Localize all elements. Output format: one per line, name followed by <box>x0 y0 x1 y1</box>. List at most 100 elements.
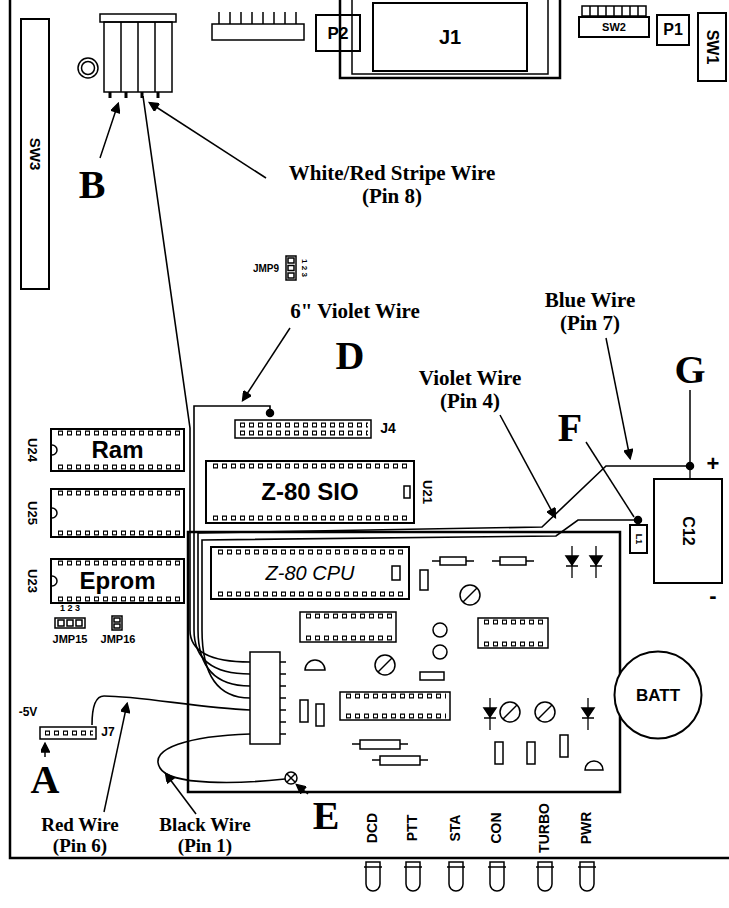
trimpot-symbol <box>500 702 520 722</box>
header-pins <box>45 731 93 736</box>
switch-actuators <box>590 6 638 16</box>
diode-symbol <box>566 556 578 565</box>
red-wire <box>92 696 250 725</box>
led-symbol <box>447 862 465 891</box>
chip-name: Z-80 CPU <box>266 563 355 583</box>
leader-line <box>586 442 634 517</box>
header-pins <box>219 12 296 24</box>
callout-letter: E <box>313 794 340 838</box>
chip-pins <box>58 433 180 467</box>
ic-outline <box>300 612 396 642</box>
ic-chip: U23Eprom <box>50 558 185 604</box>
jack-body <box>100 14 176 22</box>
diode-symbol <box>484 708 496 717</box>
chip-notch <box>52 508 57 518</box>
trimpot-symbol <box>503 705 517 719</box>
ic-chip: Z-80 SIOU21 <box>205 460 415 524</box>
ic-outline <box>478 618 548 648</box>
capacitor-lead <box>689 466 690 478</box>
diode-symbol <box>590 556 602 565</box>
trimpot-symbol <box>460 585 480 605</box>
jumper-pin <box>114 624 120 628</box>
capacitor-symbol <box>585 761 603 770</box>
led-label: DCD <box>365 813 380 843</box>
leader-arrow <box>500 415 555 517</box>
trimpot-symbol <box>535 702 555 722</box>
diode-symbol <box>566 565 578 567</box>
leader-arrow <box>606 338 630 458</box>
part-name: C12 <box>680 516 696 545</box>
diode-symbol <box>590 565 602 567</box>
pin-header <box>40 727 96 739</box>
jumper-name: JMP16 <box>101 633 136 645</box>
chip-notch <box>52 445 57 455</box>
jumper-pin <box>58 620 64 626</box>
ground-point <box>287 774 295 782</box>
led-label: PTT <box>405 815 420 841</box>
pin-numbers: 1 2 3 <box>60 604 80 614</box>
mounting-hole <box>82 62 95 75</box>
chip-pins <box>58 563 180 599</box>
chip-pins <box>58 493 180 533</box>
diode-symbol <box>582 717 594 719</box>
chip-pins <box>213 466 407 518</box>
pin-header <box>212 24 304 40</box>
diode-symbol <box>582 708 594 717</box>
pad-circle <box>433 623 447 637</box>
black-wire <box>158 734 285 782</box>
led-label: PWR <box>579 812 594 845</box>
battery-circle: BATT <box>613 650 703 740</box>
header-pins <box>240 425 368 433</box>
jumper-header <box>495 742 503 764</box>
leader-arrow <box>100 104 118 158</box>
part-name: J1 <box>439 27 461 47</box>
chip-name: Eprom <box>79 569 155 593</box>
leader-arrow <box>44 744 46 757</box>
jumper-pin <box>288 273 294 278</box>
part-name: P1 <box>663 22 683 38</box>
chip-pins <box>306 616 392 638</box>
jumper-name: JMP9 <box>253 263 279 274</box>
leader-arrow <box>104 704 127 812</box>
leader-arrow <box>166 774 196 814</box>
pcb-outline <box>10 0 729 858</box>
polarity-mark: + <box>707 452 720 476</box>
resistor-symbol <box>316 704 324 726</box>
resistor-lead <box>432 560 474 561</box>
trimpot-symbol <box>378 658 392 672</box>
chip-pins <box>58 563 180 599</box>
daughter-board <box>188 532 620 792</box>
ground-point <box>285 772 297 784</box>
callout-letter: D <box>336 334 365 378</box>
resistor-symbol <box>420 570 428 590</box>
wire-callout: Red Wire (Pin 6) <box>40 815 120 857</box>
ic-chip: Z-80 CPU <box>210 546 410 600</box>
leader-line <box>689 390 691 462</box>
jumper-header <box>286 256 296 280</box>
led-symbol <box>364 862 382 891</box>
resistor-symbol <box>500 557 526 565</box>
part-name: P2 <box>328 25 349 42</box>
solder-point <box>635 517 642 524</box>
jumper-header <box>112 616 122 630</box>
pin-numbers: 1 2 3 <box>300 259 309 277</box>
chip-notch <box>392 566 400 580</box>
trimpot-symbol <box>375 655 395 675</box>
resistor-symbol <box>360 740 400 749</box>
led-label: STA <box>448 815 463 842</box>
switch-block: SW3 <box>20 18 50 290</box>
jumper-header <box>527 742 535 764</box>
trimpot-symbol <box>538 705 552 719</box>
resistor-lead <box>352 744 428 760</box>
chip-notch <box>404 486 410 498</box>
led-symbol <box>578 862 596 891</box>
led-symbol <box>488 862 506 891</box>
wire-callout: White/Red Stripe Wire (Pin 8) <box>288 162 497 208</box>
pin-header <box>235 420 371 438</box>
chip-pins <box>484 622 544 644</box>
resistor-symbol <box>300 700 308 722</box>
chip-pins <box>58 493 180 533</box>
led-label: CON <box>489 812 504 843</box>
chip-pins <box>306 616 392 638</box>
connector-name: J4 <box>380 421 396 436</box>
